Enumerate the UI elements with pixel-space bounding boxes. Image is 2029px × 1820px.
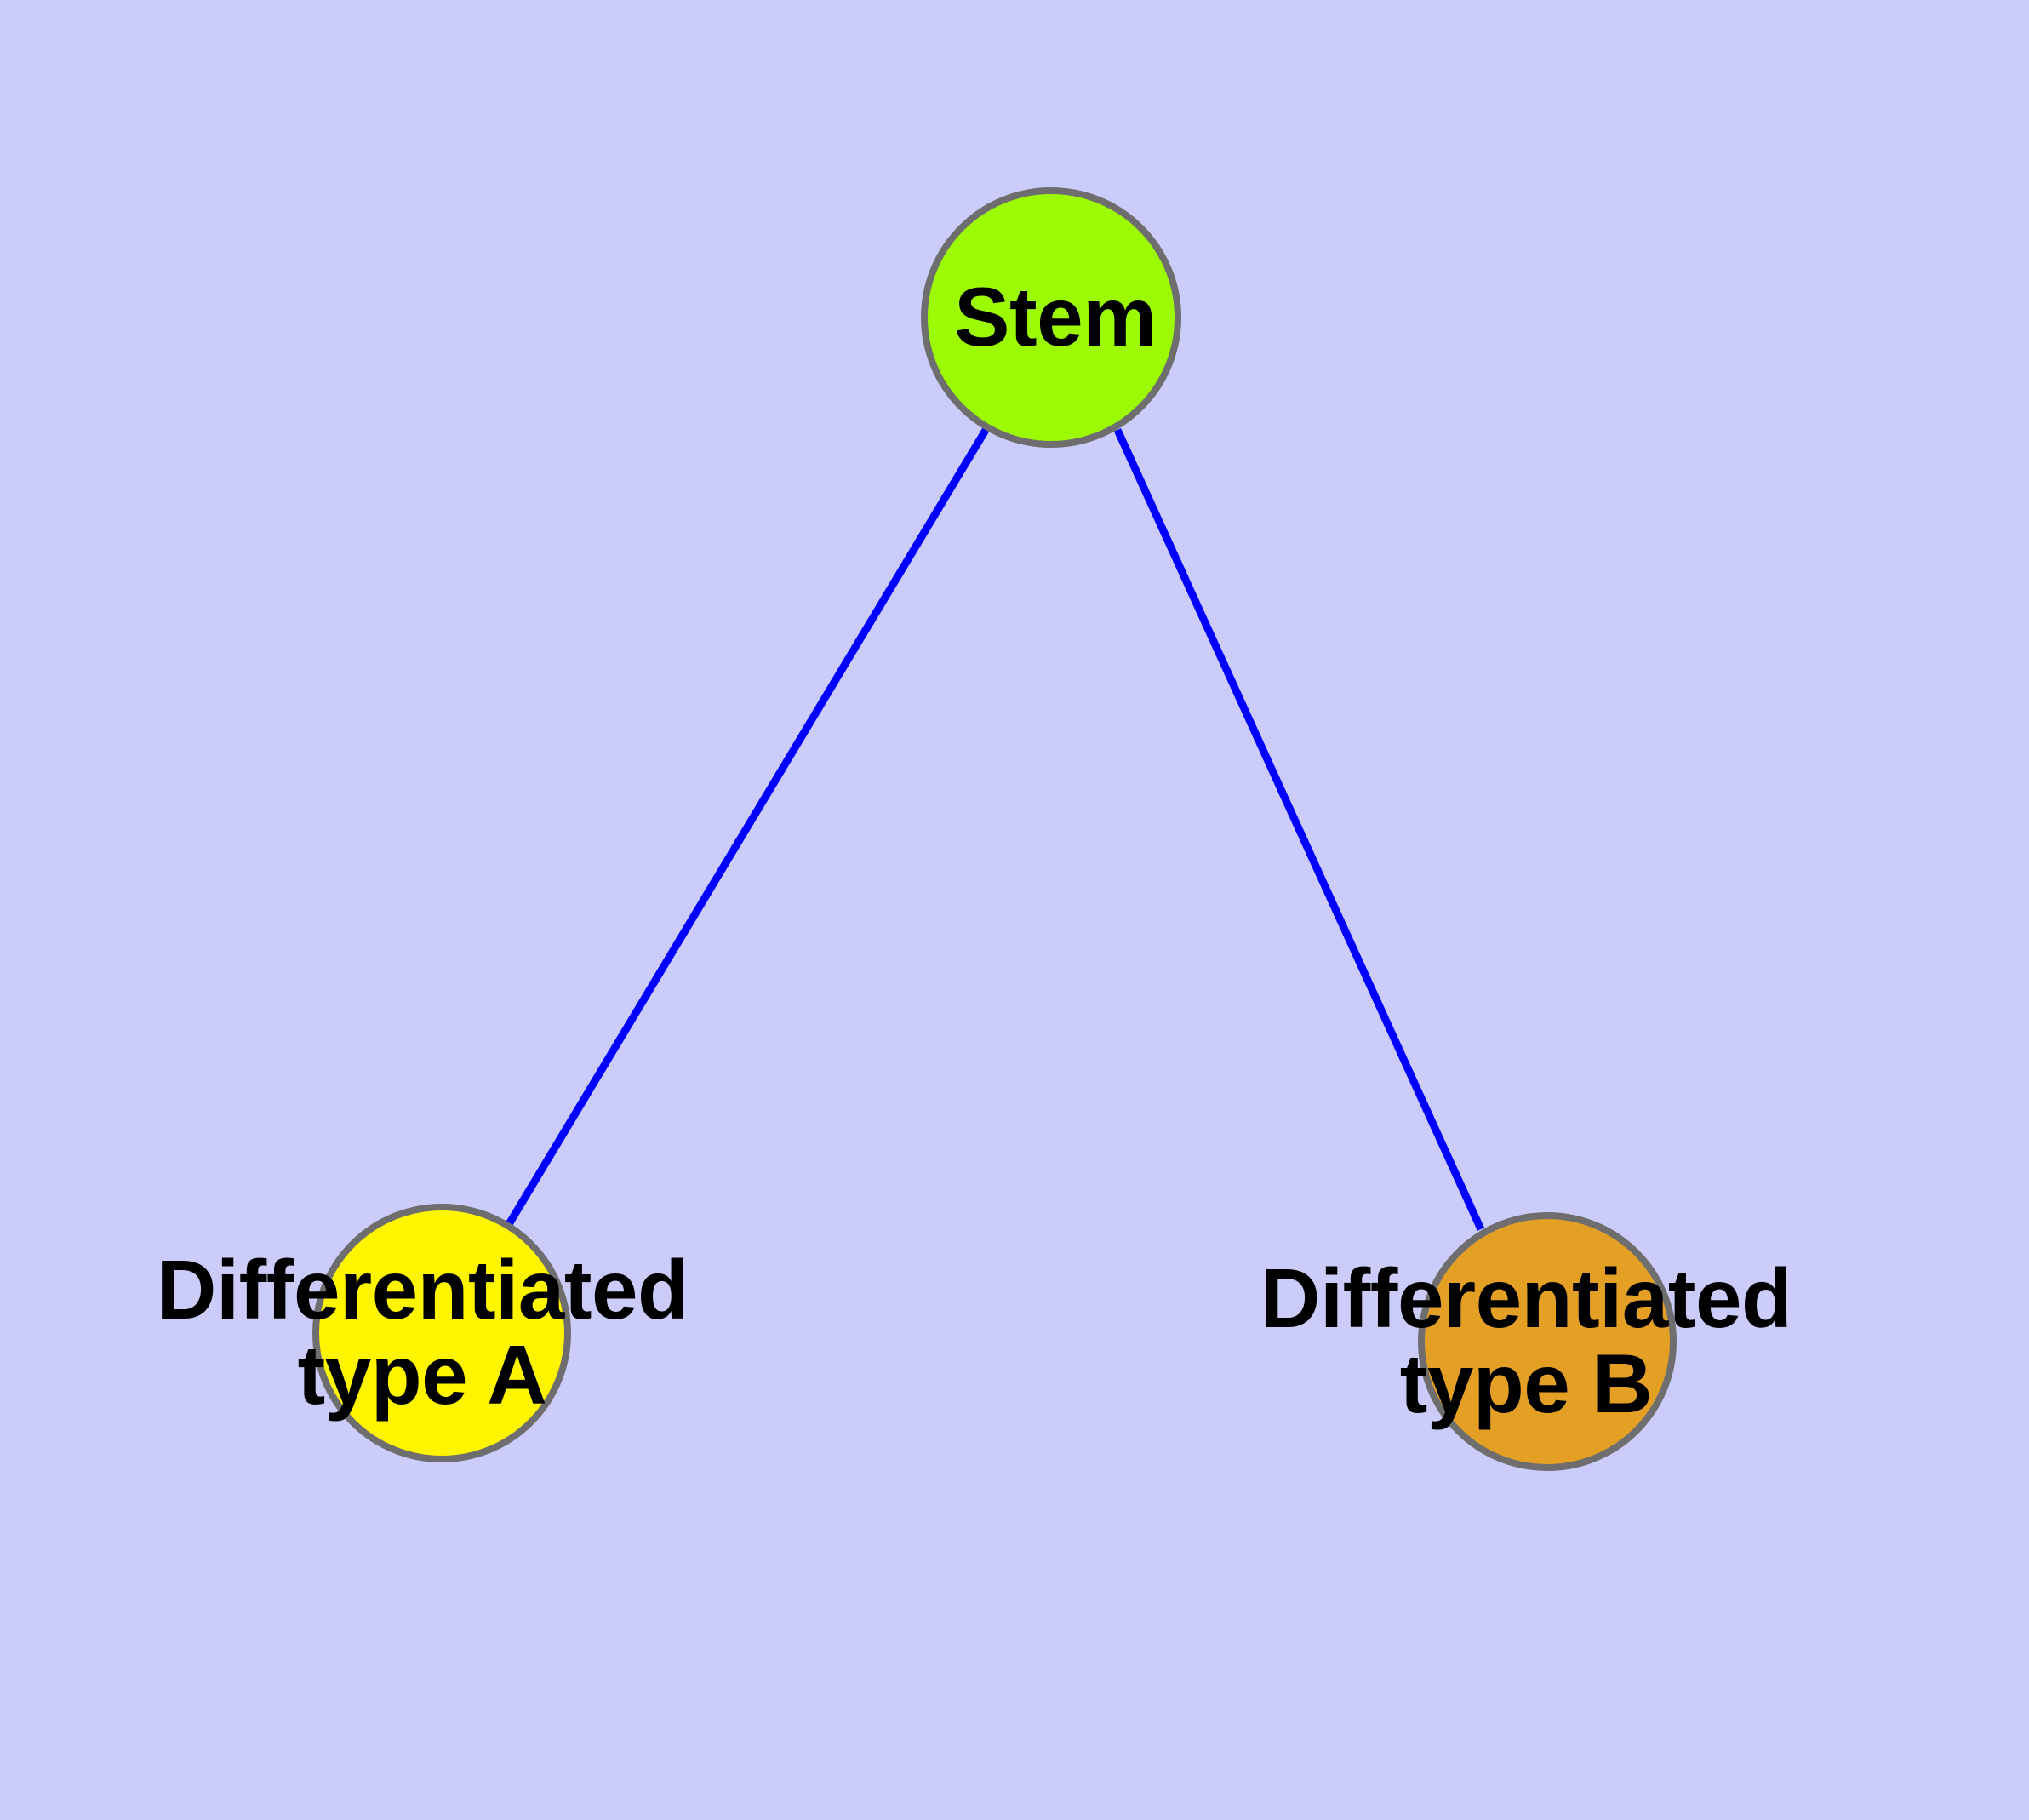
node-stem[interactable] [921,187,1181,448]
node-differentiated-type-b[interactable] [1418,1212,1677,1471]
edge-layer [506,425,1485,1231]
edge-stem-to-diff-a[interactable] [506,425,991,1227]
node-differentiated-type-a[interactable] [312,1204,571,1462]
edge-stem-to-diff-b[interactable] [1113,428,1485,1231]
node-layer [312,187,1677,1471]
